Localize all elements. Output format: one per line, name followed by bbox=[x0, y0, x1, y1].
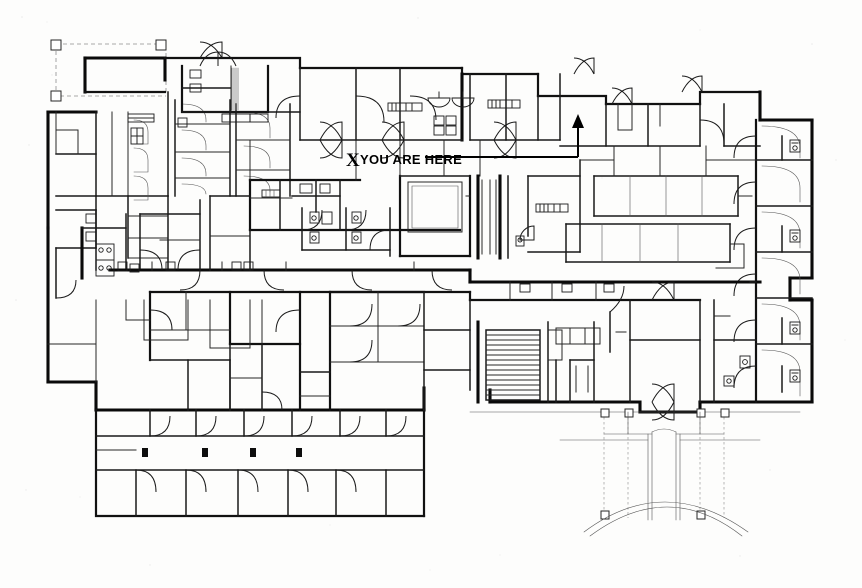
southwest-midblock bbox=[229, 343, 331, 411]
toilet-fixture bbox=[789, 369, 801, 383]
toilet-fixture bbox=[351, 211, 362, 244]
door-swing-double bbox=[573, 57, 595, 75]
south-central-offices bbox=[148, 290, 471, 412]
door-swing-double bbox=[651, 281, 675, 301]
door-swing-double bbox=[651, 383, 675, 421]
driveway-arc bbox=[583, 501, 749, 537]
central-corridor bbox=[248, 159, 753, 269]
west-central-service bbox=[55, 195, 251, 299]
up-arrow bbox=[572, 114, 584, 128]
toilet-fixture bbox=[789, 229, 801, 243]
millwork-cabinet bbox=[231, 67, 239, 111]
entry-canopy bbox=[469, 408, 801, 521]
north-central-rooms bbox=[199, 41, 561, 159]
northwest-wing bbox=[55, 90, 291, 271]
door-swing-double bbox=[611, 87, 633, 105]
scan-speckle bbox=[15, 16, 846, 571]
door-swing-double bbox=[681, 75, 703, 93]
toilet-fixture bbox=[789, 139, 801, 153]
x-marker: X bbox=[346, 150, 360, 171]
toilet-fixture bbox=[723, 355, 751, 387]
toilet-fixture bbox=[789, 321, 801, 335]
you-are-here-marker: X YOU ARE HERE bbox=[346, 114, 584, 171]
counter-run bbox=[535, 203, 569, 213]
north-service-core bbox=[127, 51, 301, 145]
stairway bbox=[485, 329, 541, 401]
door-swing-double bbox=[319, 121, 343, 159]
counter-run bbox=[387, 102, 423, 112]
misc-partition-detail bbox=[47, 111, 757, 397]
southwest-office-wing bbox=[95, 409, 425, 517]
toilet-fixture bbox=[309, 211, 320, 244]
south-stair-core bbox=[476, 281, 757, 421]
elevator-shaft bbox=[95, 243, 115, 277]
northeast-block bbox=[559, 57, 761, 147]
east-guest-room-wing bbox=[733, 118, 813, 404]
railing-grid bbox=[555, 327, 601, 345]
door-swing-double bbox=[199, 41, 223, 59]
you-are-here-label: YOU ARE HERE bbox=[360, 152, 462, 167]
door-swing-double bbox=[381, 121, 405, 159]
